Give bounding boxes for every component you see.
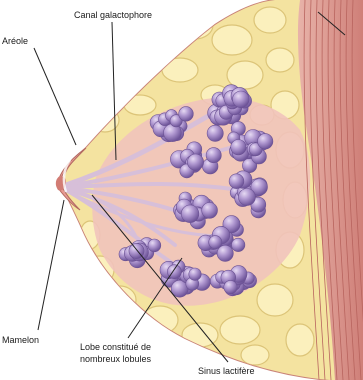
label-mamelon: Mamelon: [2, 335, 39, 345]
lobule: [231, 140, 246, 155]
fat-lobule: [286, 324, 314, 356]
fat-lobule: [100, 65, 140, 95]
leader-mamelon: [38, 200, 64, 330]
label-canal-galactophore: Canal galactophore: [74, 10, 152, 20]
lobule: [148, 239, 161, 252]
label-areole: Aréole: [2, 36, 28, 46]
fat-lobule: [212, 25, 252, 55]
lobule: [232, 238, 245, 251]
lobule: [224, 280, 237, 293]
fat-lobule: [124, 95, 156, 115]
lobule: [207, 125, 223, 141]
lobule: [202, 203, 218, 219]
leader-areole: [34, 48, 76, 145]
fat-lobule: [104, 286, 136, 314]
fat-lobule: [177, 11, 213, 39]
label-lobe-line1: Lobe constitué de: [80, 342, 151, 352]
lobule: [179, 107, 194, 122]
fat-lobule: [241, 345, 269, 365]
fat-lobule: [257, 284, 293, 316]
fat-lobule: [266, 48, 294, 72]
lobule: [209, 236, 222, 249]
lobule: [206, 148, 221, 163]
fat-lobule: [128, 24, 172, 56]
label-lobe-line2: nombreux lobules: [80, 354, 152, 364]
lobule: [181, 205, 199, 223]
lobule: [189, 268, 201, 280]
label-sinus-lactifere: Sinus lactifère: [198, 366, 255, 376]
fat-lobule: [162, 58, 198, 82]
lobule: [229, 174, 244, 189]
fat-lobule: [142, 306, 178, 334]
fat-lobule: [220, 316, 260, 344]
lobule: [238, 189, 255, 206]
fat-lobule: [254, 7, 286, 33]
lobule: [258, 134, 273, 149]
lobule: [233, 91, 250, 108]
lobule: [187, 154, 203, 170]
